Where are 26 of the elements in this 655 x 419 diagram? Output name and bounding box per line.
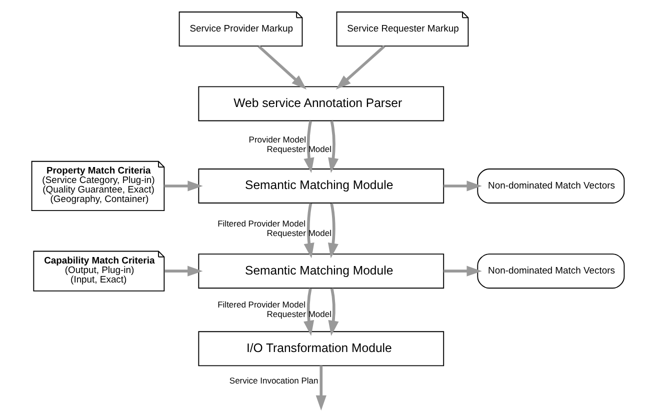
arrow	[164, 266, 202, 276]
edge-label: Requester Model	[266, 144, 332, 154]
arrow	[257, 45, 306, 90]
arrow	[443, 266, 482, 276]
arrow	[315, 366, 326, 411]
node-box: I/O Transformation Module	[198, 331, 444, 366]
node-box: Non-dominated Match Vectors	[476, 254, 624, 289]
arrow	[327, 203, 338, 258]
node-box: Semantic Matching Module	[198, 254, 444, 289]
arrow	[303, 288, 314, 336]
node-box: Web service Annotation Parser	[198, 86, 444, 122]
arrow	[328, 288, 338, 336]
arrow	[335, 45, 385, 90]
arrow	[303, 203, 314, 258]
node-box: Semantic Matching Module	[198, 168, 444, 204]
node-box: Non-dominated Match Vectors	[476, 168, 624, 204]
edge-label: Filtered Provider Model	[217, 300, 305, 310]
edge-label: Service Invocation Plan	[228, 376, 318, 386]
arrow	[164, 180, 202, 192]
edge-label: Provider Model	[248, 134, 306, 144]
edge-label: Filtered Provider Model	[217, 218, 305, 228]
arrow	[443, 180, 482, 192]
arrow	[328, 120, 338, 174]
arrow	[303, 120, 314, 174]
edge-label: Requester Model	[266, 228, 332, 238]
edge-label: Requester Model	[266, 308, 332, 319]
